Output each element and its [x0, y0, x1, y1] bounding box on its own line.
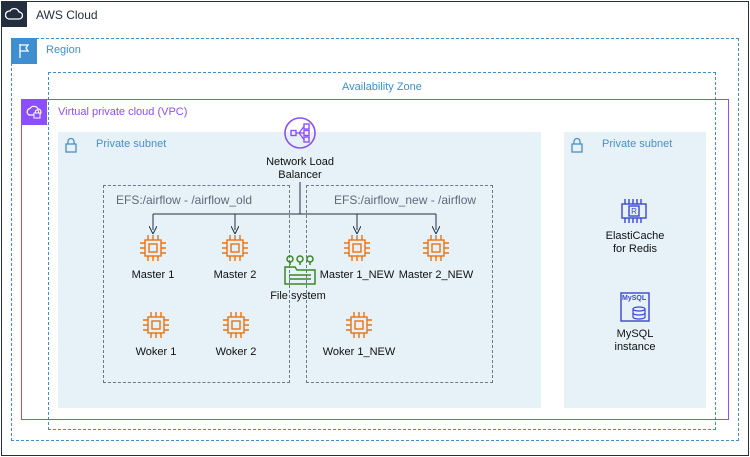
- region-group: [11, 38, 739, 441]
- region-flag-icon: [11, 38, 37, 64]
- worker-1-new-label: Woker 1_NEW: [322, 346, 396, 358]
- region-label: Region: [46, 44, 81, 56]
- efs-old-label: EFS:/airflow - /airflow_old: [116, 193, 253, 207]
- vpc-group: [21, 99, 729, 420]
- efs-file-system-icon: [283, 254, 317, 286]
- ec2-chip-icon: [221, 310, 251, 340]
- worker-2-label: Woker 2: [215, 346, 257, 358]
- master-1-label: Master 1: [131, 269, 175, 281]
- mysql-label: MySQL instance: [590, 328, 680, 354]
- nlb-label-line1: Network Load: [266, 156, 334, 168]
- private-subnet-right: [564, 132, 706, 408]
- svg-text:R: R: [631, 207, 637, 216]
- mysql-label-line1: MySQL: [616, 328, 654, 340]
- aws-cloud-label: AWS Cloud: [36, 8, 98, 22]
- worker-1-label: Woker 1: [135, 346, 177, 358]
- nlb-label-line2: Balancer: [278, 169, 322, 181]
- master-1-new-label: Master 1_NEW: [319, 269, 395, 281]
- ec2-chip-icon: [220, 233, 250, 263]
- efs-new-label: EFS:/airflow_new - /airflow: [334, 193, 477, 207]
- mysql-label-line2: instance: [614, 341, 656, 353]
- master-2-new-label: Master 2_NEW: [398, 269, 474, 281]
- elasticache-redis-icon: R: [619, 196, 649, 226]
- elasticache-label-line1: ElastiCache: [605, 230, 665, 242]
- ec2-chip-icon: [421, 233, 451, 263]
- availability-zone-group: [48, 72, 716, 430]
- mysql-icon-text: MySQL: [622, 295, 647, 302]
- private-subnet-left-label: Private subnet: [96, 138, 167, 150]
- availability-zone-label: Availability Zone: [342, 81, 422, 93]
- vpc-label: Virtual private cloud (VPC): [58, 106, 188, 118]
- ec2-chip-icon: [342, 233, 372, 263]
- aws-cloud-icon: [1, 1, 27, 27]
- ec2-chip-icon: [141, 310, 171, 340]
- network-load-balancer-label: Network Load Balancer: [250, 156, 350, 182]
- vpc-icon: [21, 99, 47, 125]
- private-subnet-right-label: Private subnet: [602, 138, 673, 150]
- elasticache-label-line2: for Redis: [612, 243, 658, 255]
- network-load-balancer-icon: [283, 116, 317, 150]
- ec2-chip-icon: [344, 310, 374, 340]
- subnet-lock-icon: [58, 132, 84, 158]
- elasticache-label: ElastiCache for Redis: [590, 230, 680, 256]
- ec2-chip-icon: [138, 233, 168, 263]
- file-system-label: File system: [270, 290, 326, 302]
- master-2-label: Master 2: [213, 269, 257, 281]
- subnet-lock-icon: [564, 132, 590, 158]
- mysql-db-icon: [619, 291, 651, 323]
